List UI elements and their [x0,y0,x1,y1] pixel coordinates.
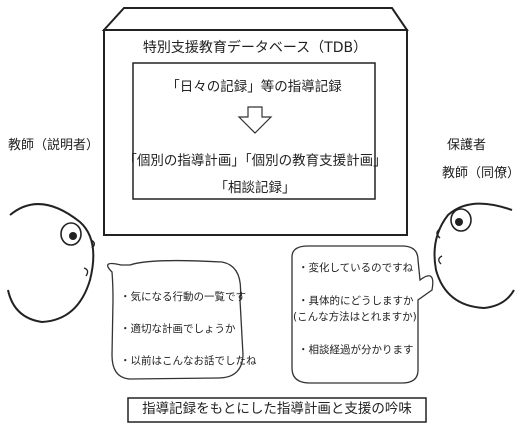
teacher-face-icon [7,203,95,324]
colleague-label: 教師（同僚） [442,166,518,181]
guardian-face-icon [433,202,515,310]
records-plan: 「個別の指導計画」「個別の教育支援計画」 [123,153,387,169]
left-speech-bubble [106,259,244,380]
right-bubble-line: (こんな方法はとれますか) [293,311,417,323]
tdb-title: 特別支援教育データベース（TDB） [142,40,368,56]
caption-box [127,397,427,423]
caption: 指導記録をもとにした指導計画と支援の吟味 [142,401,412,417]
down-arrow-icon [237,106,273,134]
right-bubble-line: ・変化しているのですね [298,262,414,274]
teacher-label: 教師（説明者） [8,138,100,153]
monitor-top-trapezoid [101,7,409,31]
right-speech-bubble [291,245,434,384]
right-bubble-line: ・相談経過が分かります [298,344,414,356]
guardian-label: 保護者 [447,138,487,153]
right-bubble-line: ・具体的にどうしますか [298,295,414,307]
left-bubble-line: ・適切な計画でしょうか [120,323,236,335]
records-daily: 「日々の記録」等の指導記録 [166,79,342,95]
left-bubble-line: ・気になる行動の一覧です [120,291,246,303]
records-consult: 「相談記録」 [214,180,296,196]
left-bubble-line: ・以前はこんなお話でしたね [120,355,257,367]
